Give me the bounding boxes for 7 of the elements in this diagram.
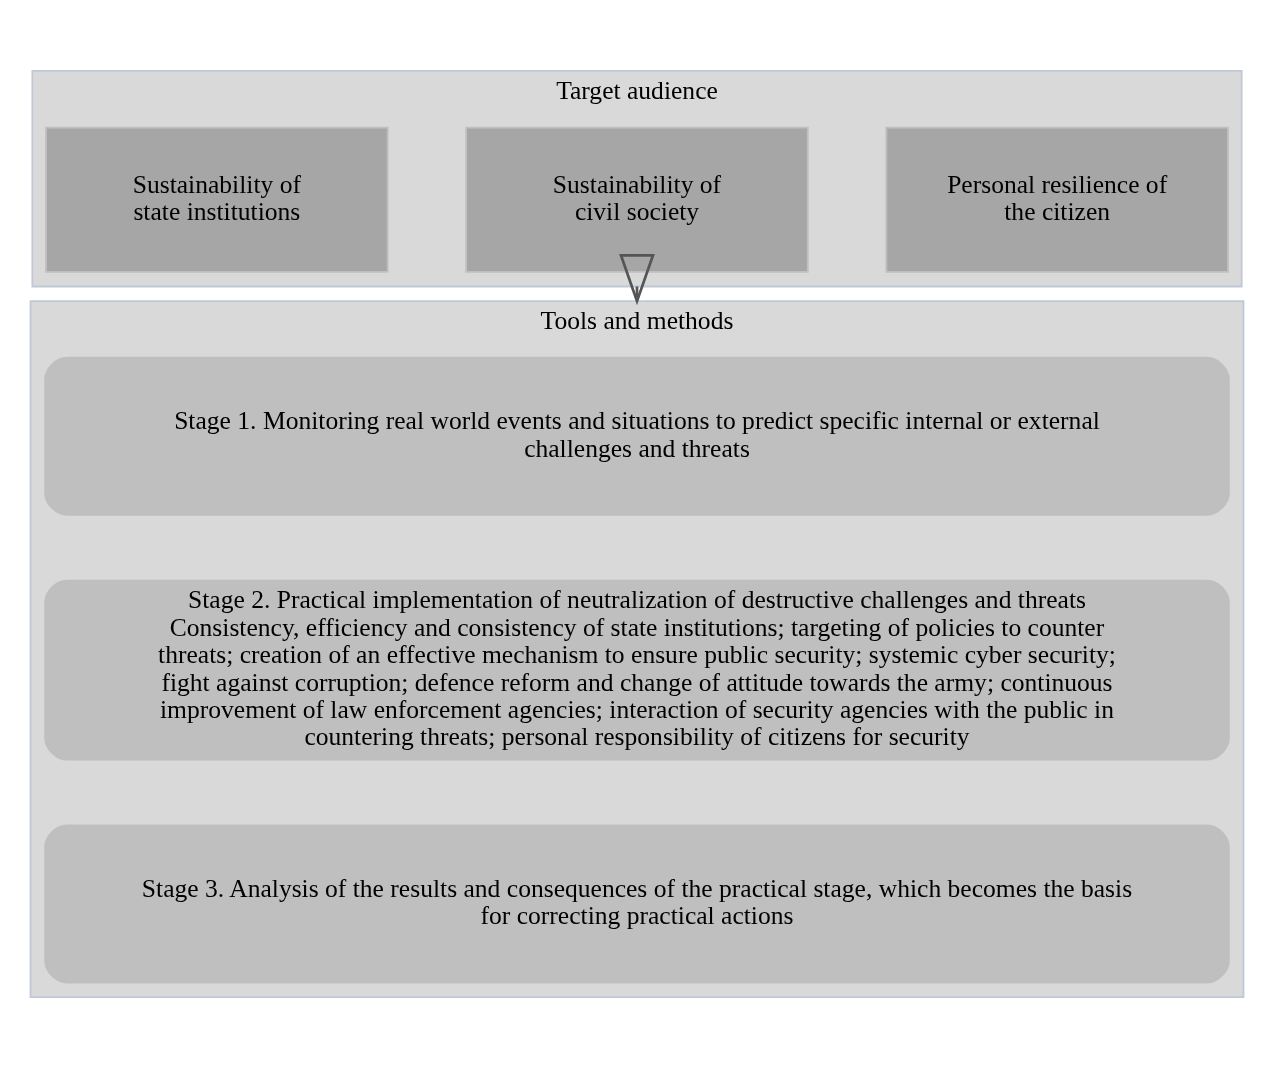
node-box: Personal resilience of the citizen: [885, 126, 1229, 273]
node-box: Stage 3. Analysis of the results and consequences of the practical stage, which becomes the basis for correcting practical actions: [44, 824, 1230, 984]
node-box: Stage 1. Monitoring real world events and situations to predict specific internal or external challenges and threats: [44, 356, 1230, 516]
node-box: Sustainability of civil society: [465, 126, 809, 273]
node-box: Stage 2. Practical implementation of neutralization of destructive challenges and threats Consistency, efficiency and consistency of state institutions; targeting of policies to counter threats; creation of an effective mechanism to ensure public security; systemic cyber security; fight against corruption; defence reform and change of attitude towards the army; continuous improvement of law enforcement agencies; interaction of security agencies with the public in countering threats; personal responsibility of citizens for security: [44, 579, 1230, 761]
arrow: [619, 254, 655, 306]
node-box: Sustainability of state institutions: [45, 126, 389, 273]
